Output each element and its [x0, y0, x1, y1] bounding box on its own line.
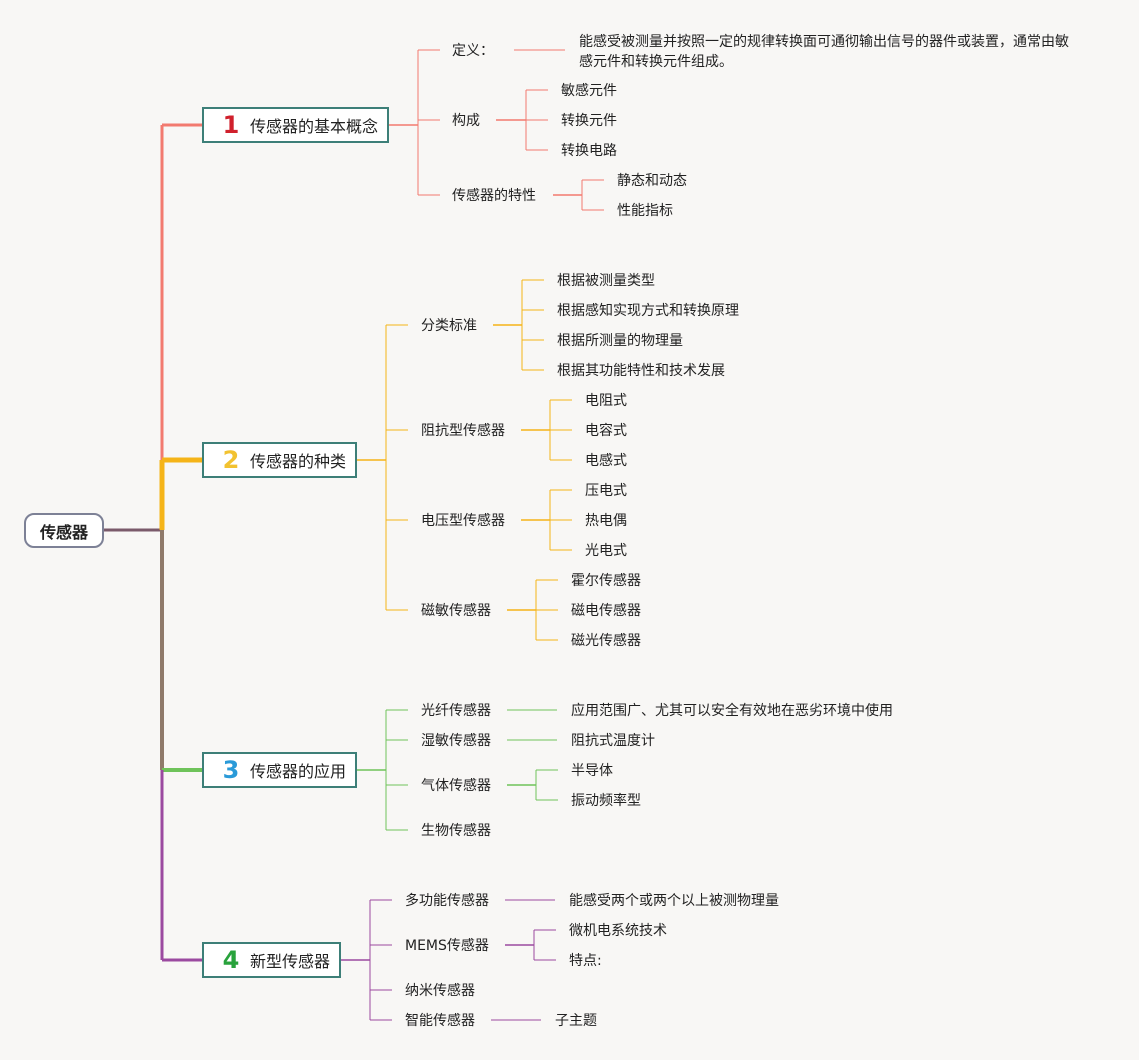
topic-bio-sensor[interactable]: 生物传感器 [421, 823, 491, 839]
subtopic-item[interactable]: 静态和动态 [617, 173, 687, 189]
topic-voltage-sensor[interactable]: 电压型传感器 [421, 513, 505, 529]
subtopic-item[interactable]: 霍尔传感器 [571, 573, 641, 589]
subtopic-item[interactable]: 电阻式 [585, 393, 627, 409]
branch-4-node[interactable]: 4 新型传感器 [202, 942, 341, 978]
topic-characteristics[interactable]: 传感器的特性 [452, 188, 536, 204]
subtopic-item[interactable]: 磁电传感器 [571, 603, 641, 619]
subtopic-item[interactable]: 根据其功能特性和技术发展 [557, 363, 725, 379]
subtopic-item[interactable]: 电容式 [585, 423, 627, 439]
subtopic-item[interactable]: 能感受两个或两个以上被测物理量 [569, 893, 779, 909]
subtopic-item[interactable]: 振动频率型 [571, 793, 641, 809]
branch-2-node[interactable]: 2 传感器的种类 [202, 442, 357, 478]
branch-label: 传感器的种类 [250, 452, 347, 471]
subtopic-item[interactable]: 阻抗式温度计 [571, 733, 655, 749]
root-node[interactable]: 传感器 [24, 513, 104, 548]
subtopic-item[interactable]: 敏感元件 [561, 83, 617, 99]
topic-composition[interactable]: 构成 [452, 113, 480, 129]
topic-fiber-sensor[interactable]: 光纤传感器 [421, 703, 491, 719]
subtopic-item[interactable]: 转换电路 [561, 143, 617, 159]
topic-classification[interactable]: 分类标准 [421, 318, 477, 334]
subtopic-definition-text[interactable]: 能感受被测量并按照一定的规律转换面可通彻输出信号的器件或装置，通常由敏感元件和转… [579, 34, 1069, 70]
branch-label: 传感器的基本概念 [250, 117, 379, 136]
topic-magnetic-sensor[interactable]: 磁敏传感器 [421, 603, 491, 619]
subtopic-item[interactable]: 性能指标 [617, 203, 673, 219]
subtopic-item[interactable]: 根据所测量的物理量 [557, 333, 683, 349]
subtopic-item[interactable]: 根据感知实现方式和转换原理 [557, 303, 739, 319]
branch-number-badge: 1 [222, 111, 240, 139]
branch-number-badge: 4 [222, 946, 240, 974]
topic-mems-sensor[interactable]: MEMS传感器 [405, 938, 489, 954]
subtopic-item[interactable]: 转换元件 [561, 113, 617, 129]
topic-multifunction-sensor[interactable]: 多功能传感器 [405, 893, 489, 909]
subtopic-item[interactable]: 应用范围广、尤其可以安全有效地在恶劣环境中使用 [571, 703, 893, 719]
subtopic-item[interactable]: 电感式 [585, 453, 627, 469]
subtopic-item[interactable]: 磁光传感器 [571, 633, 641, 649]
subtopic-item[interactable]: 微机电系统技术 [569, 923, 667, 939]
topic-nano-sensor[interactable]: 纳米传感器 [405, 983, 475, 999]
topic-definition[interactable]: 定义： [452, 43, 494, 59]
subtopic-item[interactable]: 光电式 [585, 543, 627, 559]
branch-3-node[interactable]: 3 传感器的应用 [202, 752, 357, 788]
subtopic-item[interactable]: 子主题 [555, 1013, 597, 1029]
subtopic-item[interactable]: 根据被测量类型 [557, 273, 655, 289]
branch-number-badge: 2 [222, 446, 240, 474]
topic-gas-sensor[interactable]: 气体传感器 [421, 778, 491, 794]
topic-impedance-sensor[interactable]: 阻抗型传感器 [421, 423, 505, 439]
subtopic-item[interactable]: 压电式 [585, 483, 627, 499]
branch-label: 传感器的应用 [250, 762, 347, 781]
topic-smart-sensor[interactable]: 智能传感器 [405, 1013, 475, 1029]
subtopic-item[interactable]: 热电偶 [585, 513, 627, 529]
topic-humidity-sensor[interactable]: 湿敏传感器 [421, 733, 491, 749]
branch-1-node[interactable]: 1 传感器的基本概念 [202, 107, 389, 143]
root-label: 传感器 [39, 522, 88, 542]
subtopic-item[interactable]: 特点: [569, 953, 602, 969]
branch-label: 新型传感器 [250, 952, 331, 971]
branch-number-badge: 3 [222, 756, 240, 784]
subtopic-item[interactable]: 半导体 [571, 763, 613, 779]
